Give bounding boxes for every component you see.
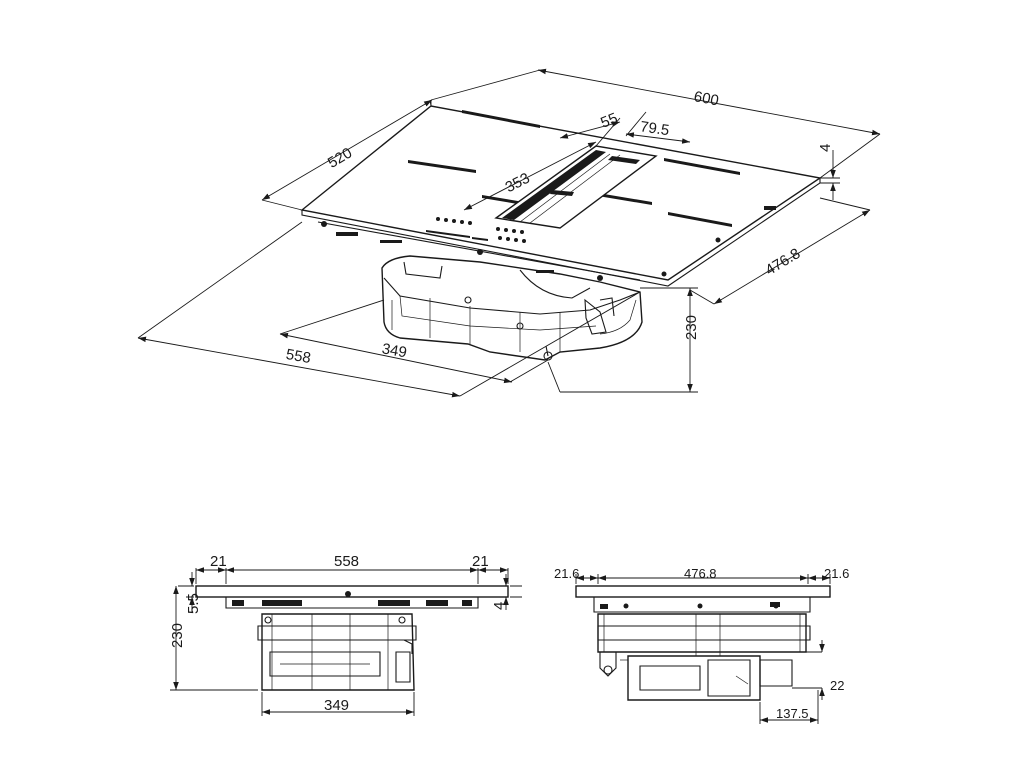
front-body bbox=[257, 613, 417, 691]
side-body bbox=[597, 613, 811, 701]
side-dimensions bbox=[575, 574, 831, 724]
dim-front-left-margin: 21 bbox=[210, 553, 227, 570]
iso-dimensions bbox=[137, 68, 881, 398]
dim-iso-body-width: 349 bbox=[381, 340, 409, 361]
dim-iso-cutout-depth: 476.8 bbox=[762, 245, 803, 279]
dim-front-glass-thickness: 4 bbox=[491, 602, 508, 610]
side-dimension-labels: 21.6 476.8 21.6 22 137.5 bbox=[554, 566, 849, 721]
iso-control-panel bbox=[426, 217, 526, 243]
dim-iso-depth: 520 bbox=[325, 144, 355, 171]
dim-front-cutout-width: 558 bbox=[334, 553, 359, 570]
dim-iso-thickness: 4 bbox=[817, 144, 834, 152]
dim-iso-vent-offset: 55 bbox=[598, 110, 620, 132]
iso-housing bbox=[381, 255, 643, 361]
side-view: 21.6 476.8 21.6 22 137.5 bbox=[554, 566, 849, 724]
front-dimensions bbox=[170, 567, 522, 716]
dim-side-offset: 137.5 bbox=[776, 706, 809, 721]
front-view: 21 558 21 5.5 4 230 349 bbox=[169, 553, 522, 716]
dim-side-cutout-depth: 476.8 bbox=[684, 566, 717, 581]
side-glass bbox=[575, 585, 831, 598]
dim-side-left-margin: 21.6 bbox=[554, 566, 579, 581]
dim-iso-width: 600 bbox=[692, 88, 720, 109]
dim-iso-vent-width: 79.5 bbox=[639, 118, 670, 139]
dim-iso-height: 230 bbox=[683, 315, 700, 340]
dim-side-right-margin: 21.6 bbox=[824, 566, 849, 581]
iso-glass-top bbox=[300, 105, 822, 287]
dim-iso-cutout-width: 558 bbox=[285, 346, 313, 367]
front-dimension-labels: 21 558 21 5.5 4 230 349 bbox=[169, 553, 508, 714]
dim-front-body-width: 349 bbox=[324, 697, 349, 714]
dim-front-right-margin: 21 bbox=[472, 553, 489, 570]
isometric-view: 600 520 55 79.5 353 4 476.8 558 349 230 bbox=[137, 68, 881, 398]
front-glass bbox=[195, 585, 509, 598]
dim-front-glass-height: 5.5 bbox=[185, 593, 202, 614]
dim-front-total-height: 230 bbox=[169, 623, 186, 648]
dim-side-drop: 22 bbox=[830, 678, 844, 693]
